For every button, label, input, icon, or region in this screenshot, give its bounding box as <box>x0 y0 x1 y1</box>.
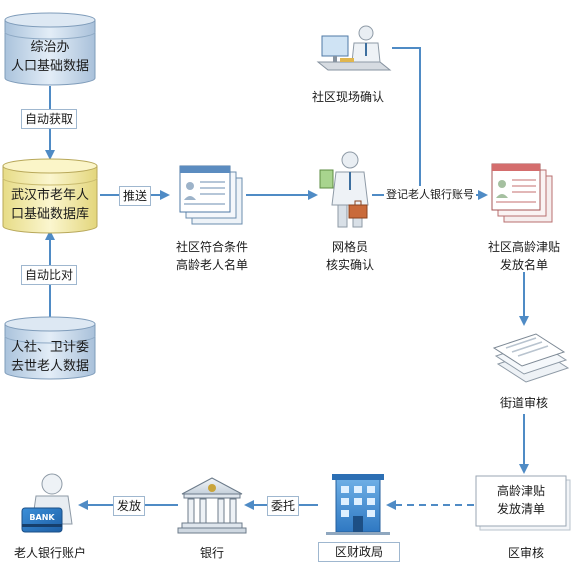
edge-label-entrust: 委托 <box>267 496 300 516</box>
database-cylinder-wuhan <box>2 158 98 234</box>
grid-worker-label: 网格员 核实确认 <box>325 240 374 272</box>
bank-building-icon <box>177 477 247 534</box>
onsite-desk-icon <box>316 25 392 71</box>
paper-stack-icon <box>492 333 570 383</box>
wuhan-db-label: 武汉市老年人 口基础数据库 <box>10 188 89 222</box>
district-doc-text: 高龄津贴 发放清单 <box>496 484 545 516</box>
edge-label-push: 推送 <box>119 186 152 206</box>
street-review-label: 街道审核 <box>499 396 548 410</box>
allowance-document-icon <box>491 163 553 223</box>
hrss-label: 人社、卫计委 去世老人数据 <box>10 340 89 374</box>
arrow-onsite-to-grid <box>392 47 421 195</box>
database-cylinder-office <box>4 12 96 86</box>
document-stack-icon <box>179 165 243 225</box>
onsite-confirm-label: 社区现场确认 <box>311 90 384 104</box>
edge-label-auto-fetch: 自动获取 <box>21 109 78 129</box>
office-label: 综治办 人口基础数据 <box>10 40 89 74</box>
district-document-icon <box>475 475 571 531</box>
bank-card-text: BANK <box>29 513 55 522</box>
finance-bureau-label: 区财政局 <box>318 542 400 562</box>
database-cylinder-hrss <box>4 316 96 380</box>
eligible-list-label: 社区符合条件 高龄老人名单 <box>175 240 248 272</box>
grid-worker-icon <box>319 151 369 228</box>
edge-label-disburse: 发放 <box>113 496 146 516</box>
finance-building-icon <box>326 474 390 535</box>
edge-label-auto-compare: 自动比对 <box>21 265 78 285</box>
allowance-list-label: 社区高龄津贴 发放名单 <box>487 240 560 272</box>
elder-bank-card-icon: BANK <box>21 473 73 533</box>
district-review-label: 区审核 <box>507 546 544 560</box>
edge-label-register-account: 登记老人银行账号 <box>384 186 476 204</box>
elder-account-label: 老人银行账户 <box>13 546 86 560</box>
connectors <box>45 47 529 510</box>
bank-label: 银行 <box>199 546 224 560</box>
